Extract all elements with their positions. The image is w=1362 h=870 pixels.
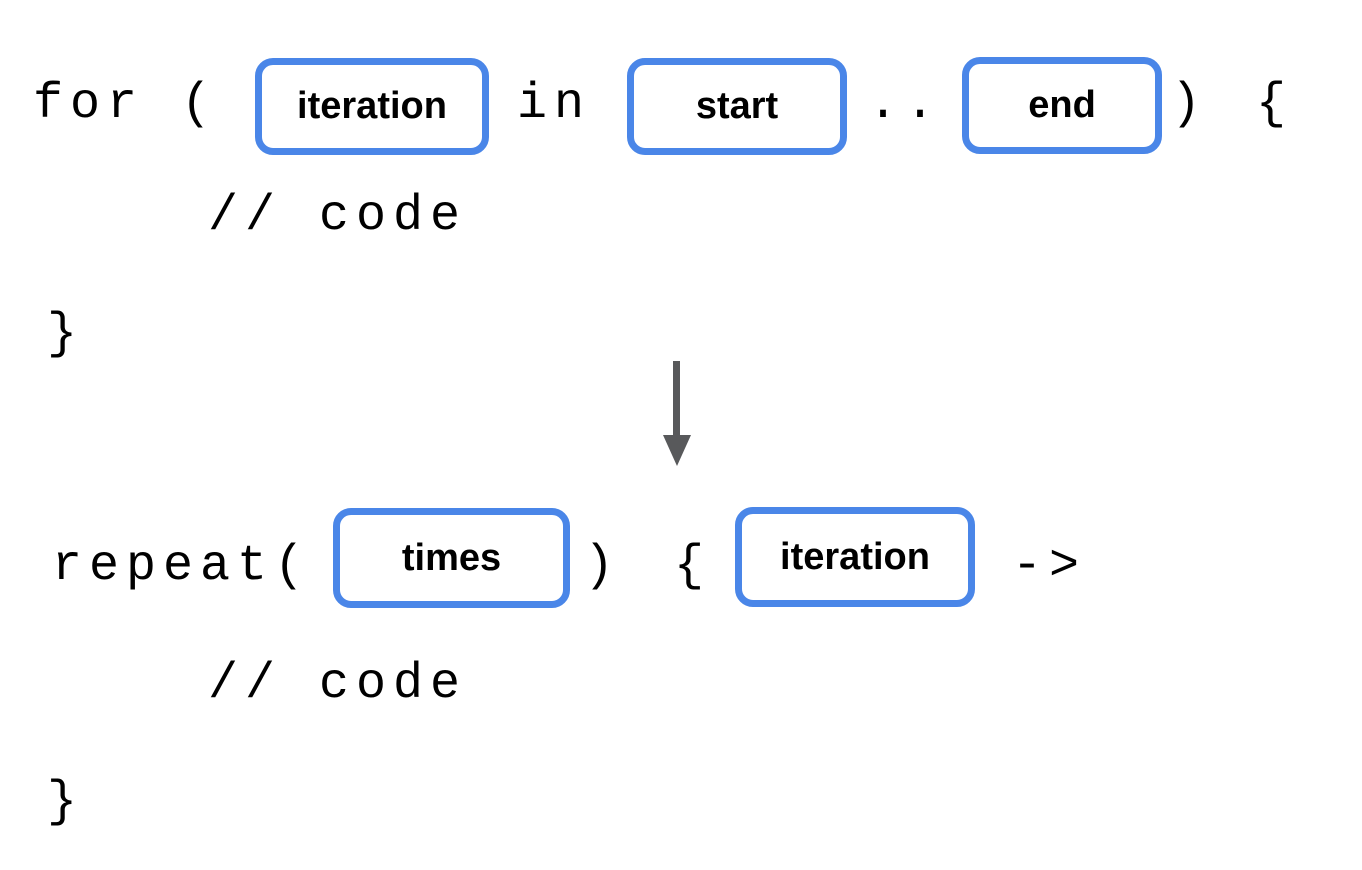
in-keyword: in — [517, 76, 592, 133]
for-close-paren: ) — [1171, 76, 1209, 133]
repeat-close-brace: } — [47, 774, 85, 831]
slot-end-value: end — [962, 57, 1162, 154]
slot-lambda-iteration-label: iteration — [780, 535, 930, 578]
slot-start-value: start — [627, 58, 847, 155]
slot-start-label: start — [695, 85, 779, 127]
slot-iteration-variable: iteration — [255, 58, 489, 155]
lambda-arrow-operator: -> — [1012, 538, 1087, 595]
for-body-comment: // code — [208, 188, 468, 245]
for-keyword: for ( — [33, 76, 219, 133]
slot-times-value: times — [333, 508, 570, 608]
for-open-brace: { — [1256, 76, 1294, 133]
slot-iteration-label: iteration — [297, 85, 447, 127]
repeat-open-brace: { — [674, 538, 712, 595]
repeat-close-paren: ) — [584, 538, 622, 595]
for-close-brace: } — [47, 306, 85, 363]
slot-lambda-iteration: iteration — [735, 507, 975, 607]
range-operator: .. — [868, 76, 943, 133]
slot-times-label: times — [401, 536, 502, 579]
repeat-keyword: repeat( — [52, 538, 312, 595]
slot-end-label: end — [1028, 84, 1096, 126]
repeat-body-comment: // code — [208, 656, 468, 713]
down-arrow-icon — [663, 361, 691, 466]
